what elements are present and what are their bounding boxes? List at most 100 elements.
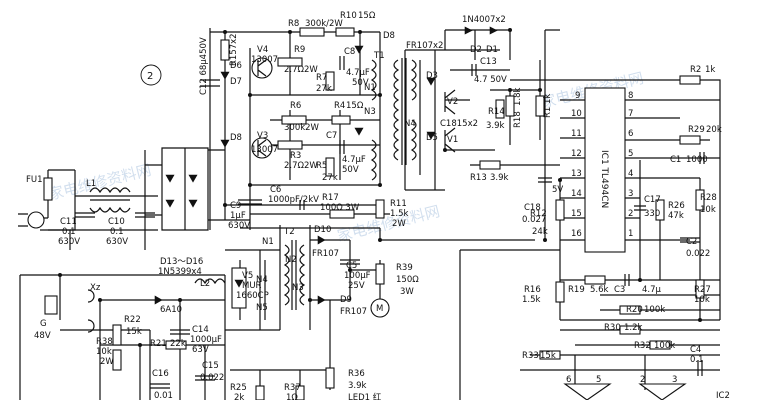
label-v4-part: 13007 xyxy=(251,55,278,65)
label-d7: D7 xyxy=(230,77,242,87)
diode-d8 xyxy=(220,139,230,148)
label-v3-part: 13007 xyxy=(251,145,278,155)
resistor-r7 xyxy=(325,71,335,91)
label-n1-a: N1 xyxy=(364,83,376,93)
resistor-r27 xyxy=(695,279,705,299)
label-c2: C2 xyxy=(686,237,697,247)
pin-1: 1 xyxy=(628,229,633,239)
capacitor-c14 xyxy=(170,329,190,335)
capacitor-c9 xyxy=(238,199,262,205)
label-c7-value2: 50V xyxy=(342,165,359,175)
transistor-v4 xyxy=(251,57,273,79)
battery-icon xyxy=(44,295,58,315)
pin-5: 5 xyxy=(628,149,633,159)
label-r25-value: 2k xyxy=(234,393,244,400)
resistor-r16 xyxy=(555,281,565,303)
opamp-pin-6: 6 xyxy=(566,375,571,385)
label-c10: C10 xyxy=(108,217,125,227)
label-c4-value: 0.1 xyxy=(690,355,704,365)
label-c2-value: 0.022 xyxy=(686,249,710,259)
label-l1: L1 xyxy=(86,179,96,189)
capacitor-c5 xyxy=(340,259,360,265)
label-r19-value: 5.6k xyxy=(590,285,609,295)
label-r4: R4 xyxy=(334,101,345,111)
label-r36: R36 xyxy=(348,369,365,379)
capacitor-c11 xyxy=(75,212,95,218)
label-r16-value: 1.5k xyxy=(522,295,541,305)
label-r38-value2: 2W xyxy=(100,357,114,367)
pin-4: 4 xyxy=(628,169,633,179)
label-v1: V1 xyxy=(447,135,458,145)
resistor-r20 xyxy=(619,305,641,315)
label-c9: C9 xyxy=(230,201,241,211)
label-r18: R18 xyxy=(513,111,523,128)
label-d13-d16: D13～D16 xyxy=(160,257,203,267)
label-v4: V4 xyxy=(257,45,268,55)
label-1n4007: 1N4007x2 xyxy=(462,15,506,25)
label-c16-value: 0.01 xyxy=(154,391,173,400)
label-r10-value: 15Ω xyxy=(358,11,376,21)
label-r30: R30 xyxy=(604,323,621,333)
label-fu1: FU1 xyxy=(26,175,43,185)
label-c16: C16 xyxy=(152,369,169,379)
resistor-r10 xyxy=(335,27,355,37)
label-d1: D1 xyxy=(486,45,498,55)
label-v3: V3 xyxy=(257,131,268,141)
label-r21-value: 22k xyxy=(170,339,186,349)
transistor-v1 xyxy=(444,127,456,153)
label-r1: R1 xyxy=(543,107,553,118)
capacitor-c18 xyxy=(538,177,552,183)
label-g: G xyxy=(40,319,47,329)
resistor-r4 xyxy=(331,115,351,125)
diode-d5 xyxy=(426,131,436,140)
opamp-right xyxy=(638,383,687,400)
output-socket-icon xyxy=(87,289,95,333)
transformer-t2 xyxy=(283,240,306,310)
label-c12: C12 68μ450V xyxy=(199,37,209,95)
resistor-r1 xyxy=(535,95,545,117)
diode-d7 xyxy=(220,71,230,80)
label-r29: R29 xyxy=(688,125,705,135)
resistor-r5 xyxy=(325,157,335,177)
label-n3-a: N3 xyxy=(364,107,376,117)
diode-d3 xyxy=(426,77,436,86)
label-r13: R13 xyxy=(470,173,487,183)
resistor-r26 xyxy=(655,199,665,221)
label-c5: C5 xyxy=(346,261,357,271)
resistor-r18 xyxy=(505,95,515,117)
label-r10: R10 xyxy=(340,11,357,21)
label-n3-b: N3 xyxy=(292,283,304,293)
label-5v: 5V xyxy=(552,185,563,195)
resistor-r21 xyxy=(165,340,187,350)
motor-icon xyxy=(370,298,390,318)
label-r39-value1: 150Ω xyxy=(396,275,419,285)
label-motor: M xyxy=(376,304,383,314)
label-fr107x2: FR107x2 xyxy=(406,41,443,51)
label-r33-value: 15k xyxy=(540,351,556,361)
capacitor-c10 xyxy=(135,212,155,218)
label-r16: R16 xyxy=(524,285,541,295)
label-r7-value: 27k xyxy=(316,84,332,94)
label-r20-value: 100k xyxy=(644,305,665,315)
label-r4-value: 15Ω xyxy=(346,101,364,111)
label-v5-part1: MUR xyxy=(242,281,262,291)
resistor-r17 xyxy=(329,209,355,219)
capacitor-c13 xyxy=(471,64,477,76)
label-c8-value2: 50V xyxy=(352,78,369,88)
label-c15-value: 0.022 xyxy=(200,373,224,383)
label-r19: R19 xyxy=(568,285,585,295)
label-r38-value1: 10k xyxy=(96,347,112,357)
label-d9: D9 xyxy=(340,295,352,305)
pin-2: 2 xyxy=(628,209,633,219)
resistor-r39 xyxy=(375,263,385,285)
label-r22: R22 xyxy=(124,315,141,325)
transistor-v3 xyxy=(251,137,273,159)
label-t2: T2 xyxy=(283,227,295,237)
capacitor-c2 xyxy=(680,237,700,243)
label-r33: R33 xyxy=(522,351,539,361)
inductor-l1 xyxy=(89,187,131,213)
capacitor-c12 xyxy=(200,79,220,87)
label-c14: C14 xyxy=(192,325,209,335)
label-led1: LED1 红 xyxy=(348,392,382,400)
label-r7: R7 xyxy=(316,73,327,83)
